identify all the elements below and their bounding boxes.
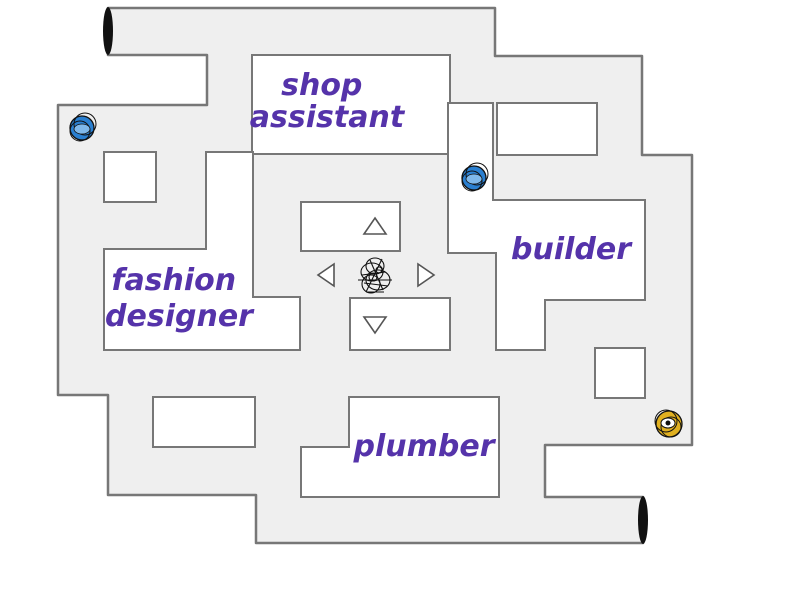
down-arrow-icon bbox=[362, 316, 388, 335]
answer-plumber[interactable]: plumber bbox=[353, 429, 497, 464]
answer-shop-assistant-line: assistant bbox=[250, 100, 406, 135]
answer-shop-assistant[interactable]: shop assistant bbox=[250, 68, 406, 135]
right-arrow-icon bbox=[417, 262, 436, 288]
wall-block bbox=[496, 102, 598, 156]
answer-builder-line: builder bbox=[511, 232, 633, 267]
scribble-player-icon[interactable] bbox=[358, 257, 392, 294]
wall-block bbox=[349, 297, 451, 351]
wall-block bbox=[251, 54, 451, 155]
answer-fashion-designer-line: fashion bbox=[111, 263, 236, 298]
wall-block bbox=[152, 396, 256, 448]
up-arrow-icon bbox=[362, 216, 388, 235]
left-arrow-button[interactable] bbox=[313, 260, 339, 290]
tunnel-right bbox=[638, 496, 648, 544]
right-arrow-button[interactable] bbox=[410, 260, 436, 290]
maze-walls bbox=[103, 54, 646, 498]
answer-fashion-designer[interactable]: fashion designer bbox=[105, 263, 255, 334]
down-arrow-button[interactable] bbox=[360, 312, 390, 338]
answer-shop-assistant-line: shop bbox=[281, 68, 362, 103]
wall-block bbox=[103, 151, 157, 203]
ghost-icon bbox=[69, 112, 97, 142]
wall-block bbox=[300, 201, 401, 252]
up-arrow-button[interactable] bbox=[360, 213, 390, 239]
ghost-icon bbox=[654, 409, 683, 438]
answer-fashion-designer-line: designer bbox=[105, 299, 255, 334]
wall-block bbox=[103, 151, 301, 351]
answer-builder[interactable]: builder bbox=[511, 232, 633, 267]
tunnel-left bbox=[103, 7, 113, 55]
wall-block bbox=[594, 347, 646, 399]
answer-plumber-line: plumber bbox=[353, 429, 497, 464]
ghost-icon bbox=[461, 162, 489, 192]
left-arrow-icon bbox=[316, 262, 335, 288]
wall-block bbox=[300, 396, 500, 498]
wall-block bbox=[447, 102, 646, 351]
